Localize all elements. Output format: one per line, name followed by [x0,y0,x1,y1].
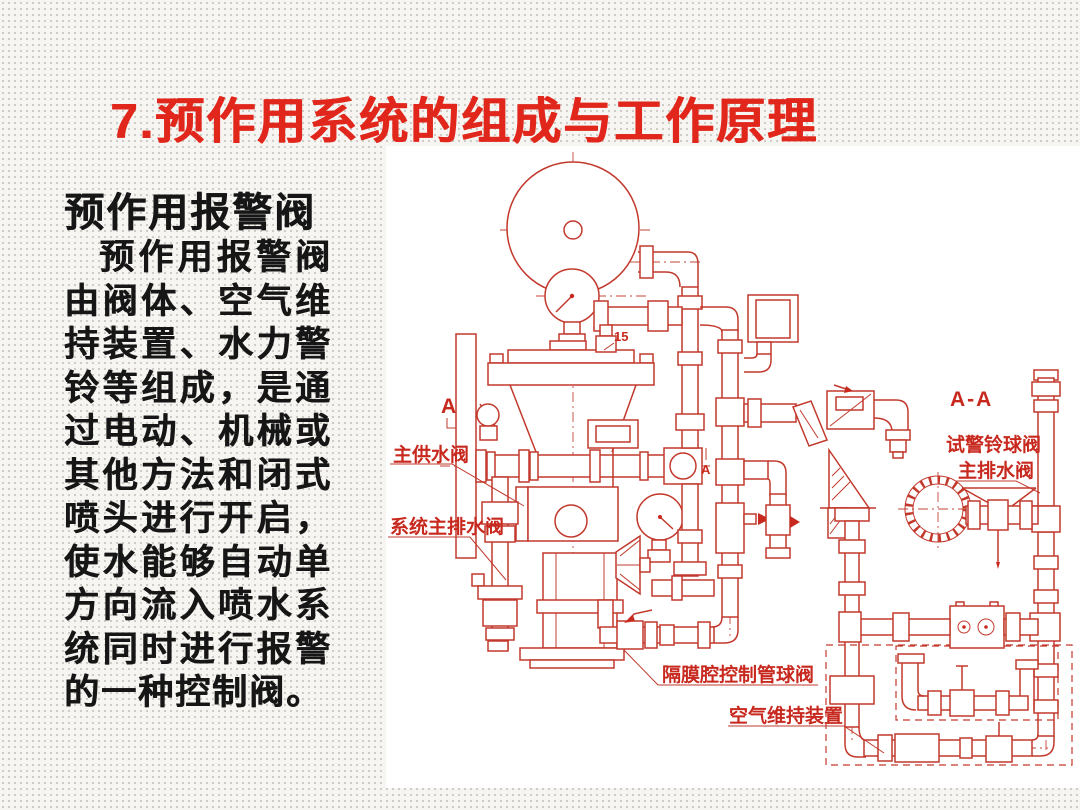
alarm-bell-section [904,475,1039,569]
system-main-drain-valve-label: 系统主排水阀 [390,515,504,538]
valve-body-top [487,340,655,453]
upper-pressure-gauge [544,268,600,351]
inlet-flange-and-valve [455,333,500,559]
preaction-valve-drawing: A 主供水阀 系统主排水阀 15 A A-A 试警铃球阀 主排水阀 隔膜腔控制管… [388,152,1073,766]
air-maintenance-device-label: 空气维持装置 [729,704,843,727]
riser-pipe-1 [638,245,707,577]
valve-diagram-panel: A 主供水阀 系统主排水阀 15 A A-A 试警铃球阀 主排水阀 隔膜腔控制管… [386,146,1080,788]
main-drain-valve-label: 主排水阀 [958,459,1034,482]
descending-branch [743,460,800,559]
bottom-supply-run [863,722,1055,763]
diaphragm-control-ball-valve-label: 隔膜腔控制管球阀 [662,663,814,686]
body-paragraph: 预作用报警阀由阀体、空气维持装置、水力警铃等组成，是通过电动、机械或其他方法和闭… [64,238,332,712]
diaphragm-chamber-body [515,419,639,669]
system-drain-pipe [471,476,523,652]
handwheel [615,534,651,596]
main-supply-valve-label: 主供水阀 [393,443,469,466]
air-maintenance-assembly [825,601,1073,766]
section-heading: 预作用报警阀 [64,190,316,235]
water-motor-alarm-line [743,384,911,459]
diagram-labels: A 主供水阀 系统主排水阀 15 A A-A 试警铃球阀 主排水阀 隔膜腔控制管… [388,329,1041,754]
test-alarm-bell-ball-valve-label: 试警铃球阀 [946,433,1041,456]
main-supply-pipe [475,447,703,485]
lower-pressure-gauge [636,493,715,601]
gauge-branch-pipe [593,300,683,353]
riser-pipe-2 [699,306,770,644]
slide-title: 7.预作用系统的组成与工作原理 [110,95,818,149]
diaphragm-control-pipe [597,599,715,650]
section-a-left-label: A [441,395,458,418]
part-15-label: 15 [614,329,628,344]
section-aa-label: A-A [950,388,993,411]
section-a-right-label: A [701,462,711,477]
solenoid-valve-box [744,294,799,373]
